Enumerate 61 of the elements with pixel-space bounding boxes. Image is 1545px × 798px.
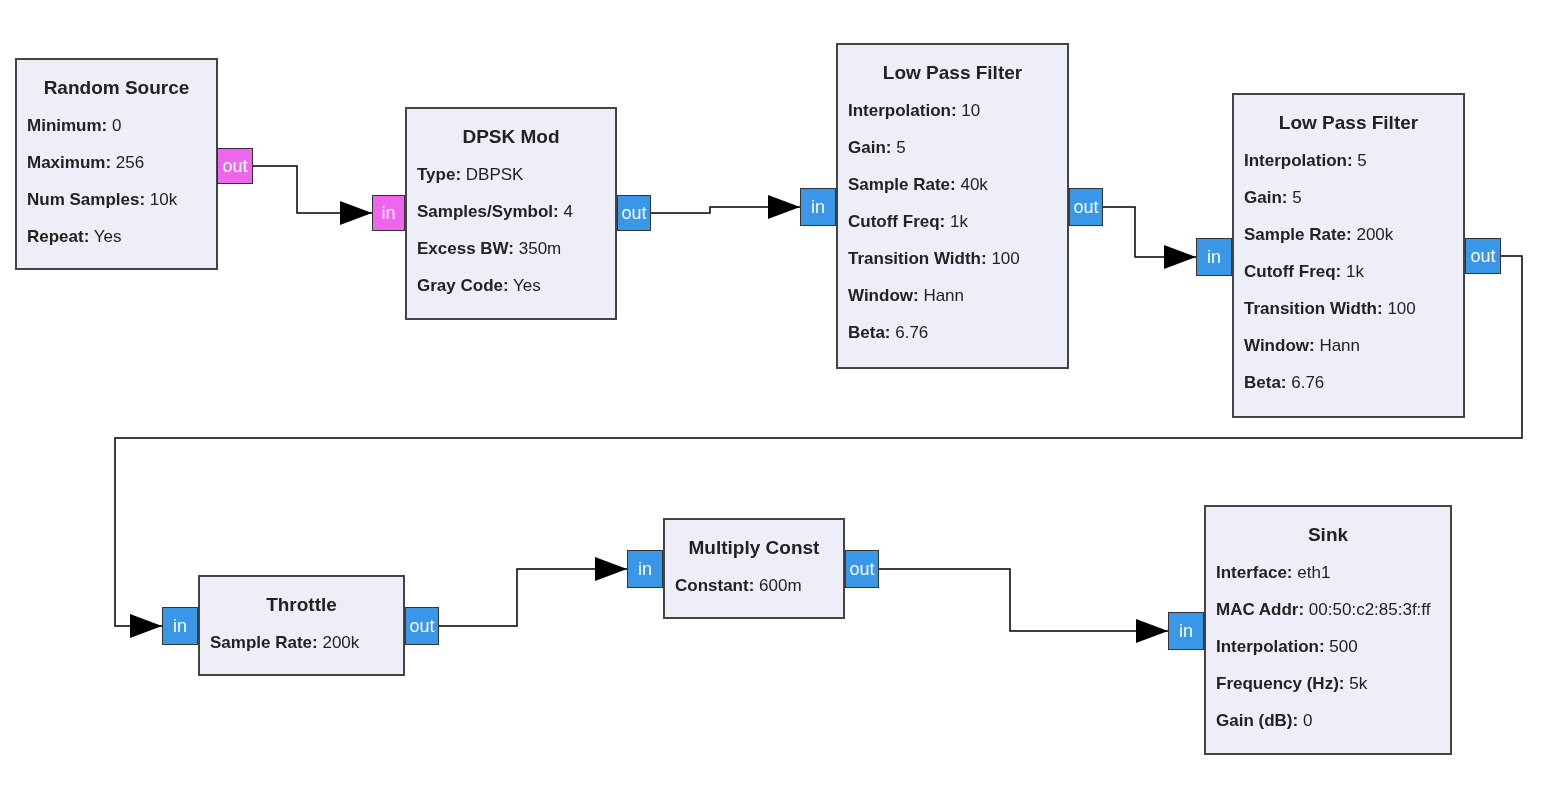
parameter-text: Excess BW: 350m bbox=[417, 240, 563, 258]
parameter-text: Cutoff Freq: 1k bbox=[848, 213, 969, 231]
port-box: out bbox=[217, 148, 253, 184]
parameter-text: Sample Rate: 200k bbox=[1244, 226, 1395, 244]
parameter-text: Window: Hann bbox=[1244, 337, 1362, 355]
parameter-text: Transition Width: 100 bbox=[848, 250, 1021, 268]
block-box bbox=[405, 107, 617, 320]
parameter-text: Gain: 5 bbox=[848, 139, 907, 157]
parameter-text: Window: Hann bbox=[848, 287, 966, 305]
parameter-text: Constant: 600m bbox=[675, 577, 803, 595]
block-title: DPSK Mod bbox=[461, 127, 561, 147]
port-box: in bbox=[800, 188, 836, 226]
block-box bbox=[836, 43, 1069, 369]
arrow bbox=[878, 568, 1169, 643]
parameter-text: Repeat: Yes bbox=[27, 228, 123, 246]
parameter-text: MAC Addr: 00:50:c2:85:3f:ff bbox=[1216, 601, 1432, 619]
block-title: Multiply Const bbox=[687, 538, 821, 558]
parameter-text: Gain (dB): 0 bbox=[1216, 712, 1314, 730]
port-box: in bbox=[372, 195, 405, 231]
parameter-text: Interpolation: 500 bbox=[1216, 638, 1359, 656]
arrow bbox=[114, 255, 1523, 638]
block-box bbox=[1232, 93, 1465, 418]
arrow bbox=[650, 195, 801, 219]
parameter-text: Transition Width: 100 bbox=[1244, 300, 1417, 318]
block-title: Low Pass Filter bbox=[881, 63, 1024, 83]
parameter-text: Beta: 6.76 bbox=[1244, 374, 1326, 392]
block-title: Random Source bbox=[42, 78, 191, 98]
block-title: Sink bbox=[1306, 525, 1350, 545]
parameter-text: Sample Rate: 40k bbox=[848, 176, 989, 194]
port-box: out bbox=[617, 195, 651, 231]
port-box: in bbox=[627, 550, 663, 588]
parameter-text: Interpolation: 10 bbox=[848, 102, 982, 120]
parameter-text: Sample Rate: 200k bbox=[210, 634, 361, 652]
block-box bbox=[198, 575, 405, 676]
parameter-text: Gain: 5 bbox=[1244, 189, 1303, 207]
port-box: out bbox=[405, 607, 439, 645]
parameter-text: Num Samples: 10k bbox=[27, 191, 179, 209]
port-box: in bbox=[1168, 612, 1204, 650]
arrow bbox=[438, 557, 628, 627]
arrow bbox=[252, 165, 373, 225]
port-box: out bbox=[1465, 238, 1501, 274]
port-box: out bbox=[1069, 188, 1103, 226]
block-title: Throttle bbox=[265, 595, 338, 615]
parameter-text: Type: DBPSK bbox=[417, 166, 525, 184]
block-box bbox=[1204, 505, 1452, 755]
parameter-text: Gray Code: Yes bbox=[417, 277, 542, 295]
block-title: Low Pass Filter bbox=[1277, 113, 1420, 133]
parameter-text: Cutoff Freq: 1k bbox=[1244, 263, 1365, 281]
parameter-text: Beta: 6.76 bbox=[848, 324, 930, 342]
parameter-text: Samples/Symbol: 4 bbox=[417, 203, 574, 221]
parameter-text: Minimum: 0 bbox=[27, 117, 123, 135]
parameter-text: Interface: eth1 bbox=[1216, 564, 1332, 582]
parameter-text: Maximum: 256 bbox=[27, 154, 146, 172]
port-box: out bbox=[845, 550, 879, 588]
block-box bbox=[663, 518, 845, 619]
parameter-text: Frequency (Hz): 5k bbox=[1216, 675, 1369, 693]
parameter-text: Interpolation: 5 bbox=[1244, 152, 1368, 170]
arrow bbox=[1102, 206, 1197, 269]
port-box: in bbox=[162, 607, 198, 645]
port-box: in bbox=[1196, 238, 1232, 276]
block-box bbox=[15, 58, 218, 270]
